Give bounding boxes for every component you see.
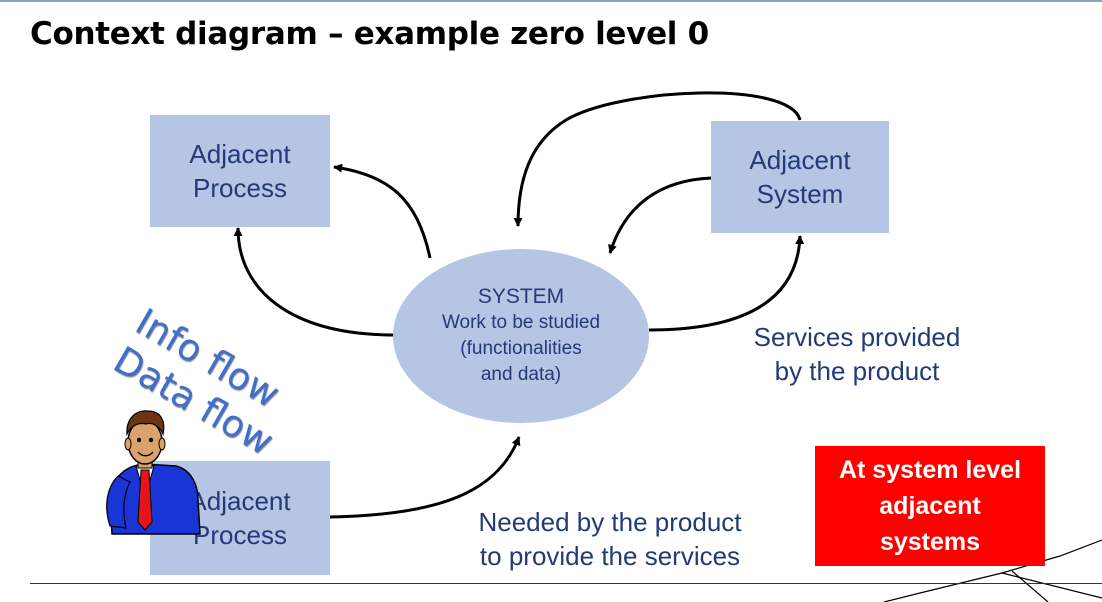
arrow-adjacent-system-to-system bbox=[608, 176, 713, 254]
adjacent-system-line2: System bbox=[756, 179, 844, 209]
system-line2: (functionalities bbox=[460, 338, 582, 359]
adjacent-process-top-line1: Adjacent bbox=[189, 139, 291, 169]
system-title: SYSTEM bbox=[477, 285, 565, 308]
services-caption: Services provided by the product bbox=[722, 320, 992, 388]
services-caption-line2: by the product bbox=[774, 356, 940, 386]
decorative-lines bbox=[883, 539, 1102, 602]
callout-line2: adjacent bbox=[879, 492, 981, 520]
needed-caption: Needed by the product to provide the ser… bbox=[440, 505, 780, 573]
needed-caption-line2: to provide the services bbox=[479, 541, 741, 571]
callout-line1: At system level bbox=[838, 456, 1022, 484]
arrow-process-bottom-to-system bbox=[329, 436, 521, 519]
needed-caption-line1: Needed by the product bbox=[478, 507, 742, 537]
slide-title: Context diagram – example zero level 0 bbox=[30, 16, 709, 52]
adjacent-system: Adjacent System bbox=[711, 121, 889, 233]
adjacent-process-top-line2: Process bbox=[193, 173, 287, 203]
adjacent-system-line1: Adjacent bbox=[749, 145, 851, 175]
services-caption-line1: Services provided bbox=[753, 322, 961, 352]
system-line3: and data) bbox=[480, 364, 562, 385]
adjacent-process-bottom-line1: Adjacent bbox=[189, 486, 291, 516]
callout-line3: systems bbox=[879, 528, 981, 556]
arrow-system-top-loop bbox=[513, 91, 802, 227]
adjacent-process-top: Adjacent Process bbox=[150, 115, 330, 227]
system-line1: Work to be studied bbox=[441, 312, 601, 333]
arrow-system-left-to-process-top bbox=[233, 227, 396, 337]
arrow-system-to-process-top bbox=[333, 163, 432, 259]
top-rule bbox=[0, 0, 1102, 2]
adjacent-process-bottom-line2: Process bbox=[193, 520, 287, 550]
system-ellipse: SYSTEM Work to be studied (functionaliti… bbox=[393, 249, 649, 423]
bottom-rule bbox=[30, 583, 1102, 584]
arrow-system-to-adjacent-system bbox=[648, 235, 805, 332]
callout-box: At system level adjacent systems bbox=[815, 446, 1045, 566]
